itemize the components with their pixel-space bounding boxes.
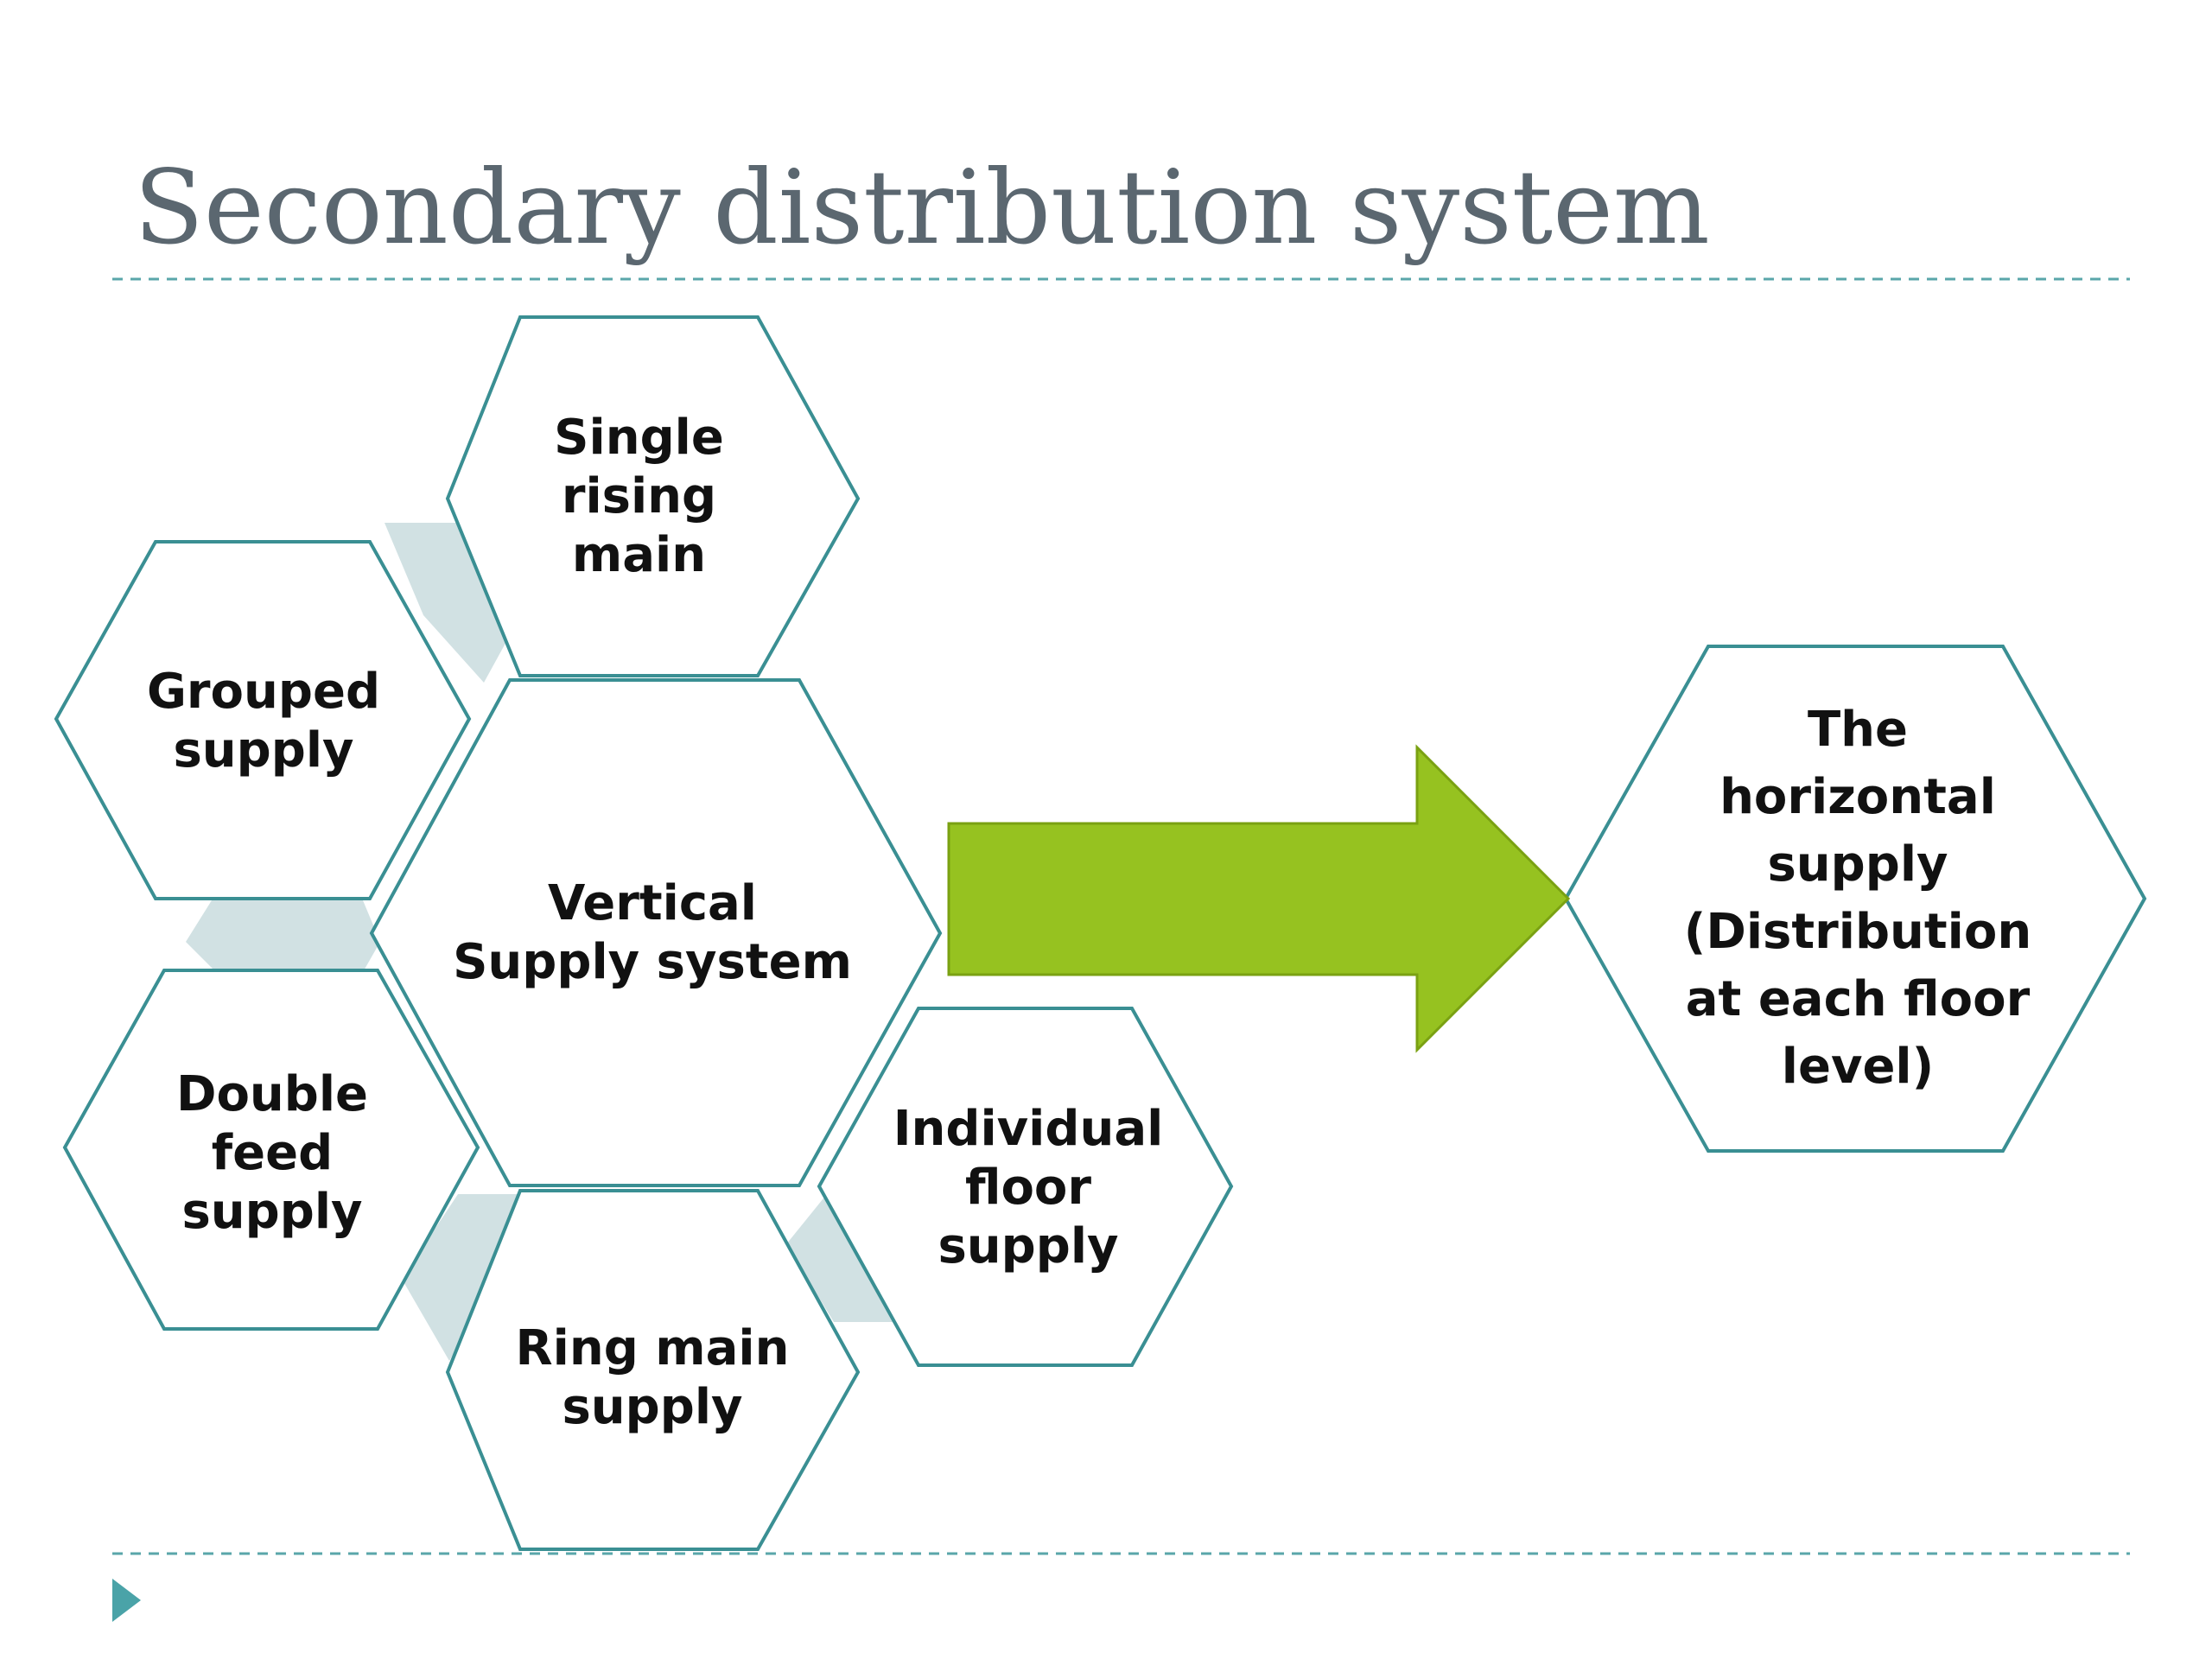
hex-single-rising-main — [445, 315, 861, 677]
hex-ring-main-supply — [445, 1189, 861, 1551]
triangle-bullet-icon — [112, 1579, 141, 1622]
slide-title: Secondary distribution system — [134, 148, 1710, 267]
hex-double-feed-supply — [62, 969, 480, 1331]
hex-vertical-supply-system — [369, 678, 943, 1187]
vertical-supply-system-label: Vertical Supply system — [453, 875, 852, 990]
right-arrow-icon — [947, 744, 1571, 1053]
ring-main-supply-label: Ring main supply — [515, 1320, 790, 1435]
connector-vertical-individual — [786, 1185, 899, 1322]
hex-individual-floor-supply — [817, 1007, 1234, 1367]
grouped-supply-label: Grouped supply — [146, 664, 381, 779]
horizontal-supply-label: The horizontal supply (Distribution at e… — [1683, 702, 2032, 1095]
double-feed-supply-label: Double feed supply — [175, 1066, 369, 1240]
connector-grouped-double — [186, 900, 380, 972]
individual-floor-supply-label: Individual floor supply — [893, 1101, 1164, 1274]
single-rising-main-label: Single rising main — [554, 410, 724, 583]
hex-grouped-supply — [54, 540, 472, 900]
hex-horizontal-supply — [1563, 645, 2147, 1153]
